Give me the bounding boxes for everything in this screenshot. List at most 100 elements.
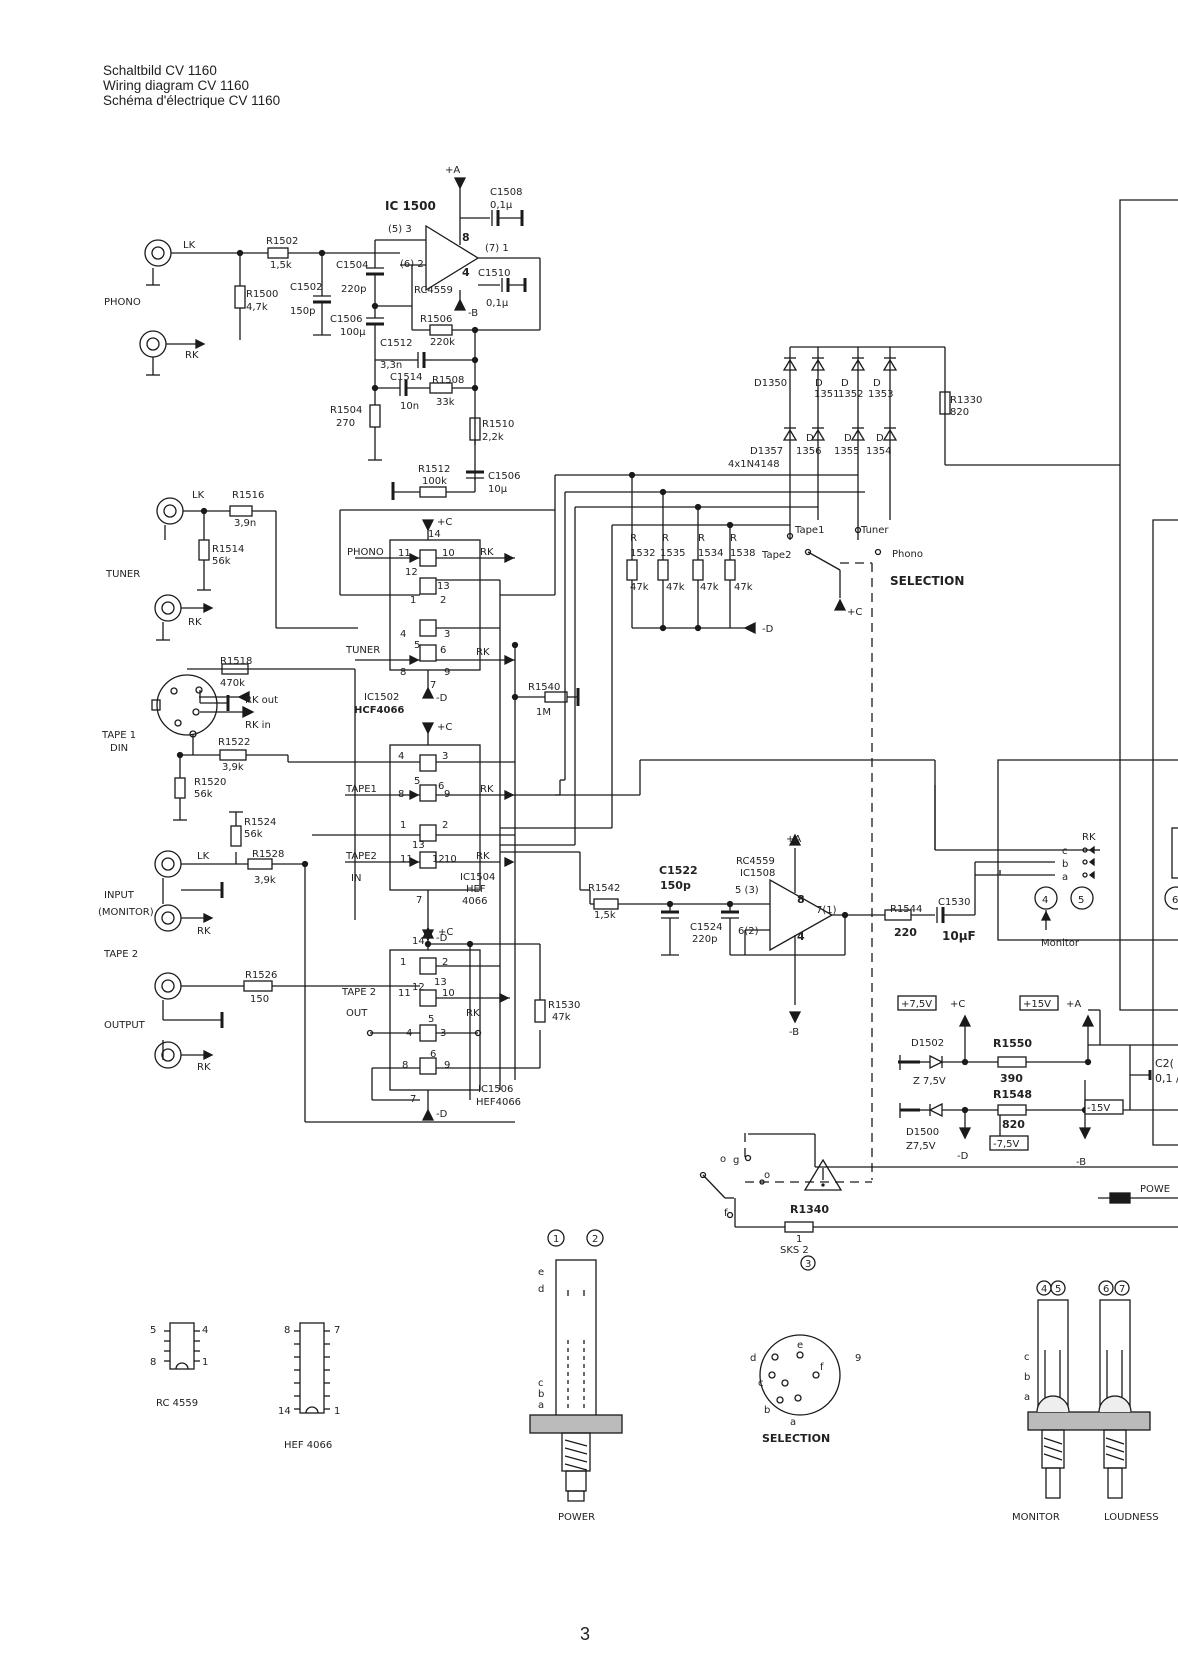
lbl-ic1502: IC1502 [364, 692, 399, 703]
lbl-d1357: D1357 [750, 446, 783, 457]
lbl-sa: a [1062, 872, 1068, 883]
lbl-n11: 11 [398, 548, 411, 559]
lbl-ic1504-n10: 10 [444, 854, 457, 865]
lbl-sf: f [820, 1362, 824, 1373]
ic1504-switch [312, 722, 612, 939]
lbl-minusB2: -B [789, 1027, 799, 1038]
lbl-d-d: D [806, 433, 814, 444]
lbl-pd: d [538, 1284, 544, 1295]
lbl-n13: 13 [437, 581, 450, 592]
lbl-r1532n: 1532 [630, 548, 655, 559]
lbl-d-a: D [815, 378, 823, 389]
lbl-p8: 8 [797, 893, 805, 906]
lbl-pin14h: 14 [278, 1406, 291, 1417]
lbl-c1524v: 220p [692, 934, 717, 945]
lbl-phono: PHONO [104, 297, 141, 308]
lbl-r1534v: 47k [700, 582, 719, 593]
lbl-phonoSw: PHONO [347, 547, 384, 558]
lbl-circ6: 6 [1172, 895, 1178, 906]
tape1-din-input [151, 663, 380, 920]
lbl-sa2: a [790, 1417, 796, 1428]
lbl-phonoS: Phono [892, 549, 923, 560]
lbl-c1524: C1524 [690, 922, 722, 933]
lbl-c67b: 7 [1119, 1284, 1125, 1295]
lbl-c1502: C1502 [290, 282, 322, 293]
lbl-ic1504-n3: 3 [442, 751, 448, 762]
lbl-z75a: Z 7,5V [913, 1076, 946, 1087]
lbl-tuner: TUNER [105, 569, 140, 580]
lbl-rk1: RK [185, 350, 199, 361]
lbl-d1502: D1502 [911, 1038, 944, 1049]
lbl-r1530v: 47k [552, 1012, 571, 1023]
lbl-circ1: 1 [553, 1234, 559, 1245]
lbl-selectionSw: SELECTION [762, 1432, 830, 1445]
lbl-sks2n: 1 [796, 1234, 802, 1245]
lbl-r1518: R1518 [220, 656, 252, 667]
lbl-ic1504-n6: 6 [438, 781, 444, 792]
tuner-input [154, 497, 358, 641]
lbl-v75: +7,5V [901, 999, 932, 1010]
lbl-pin1r: 1 [202, 1357, 208, 1368]
lbl-ic1508: IC1508 [740, 868, 775, 879]
lbl-minusD4: -D [436, 1109, 448, 1120]
lbl-c1530v: 10µF [942, 929, 976, 943]
lbl-sc: c [1062, 846, 1068, 857]
lbl-ic1506-pin14: 14 [412, 936, 425, 947]
lbl-pa: a [538, 1400, 544, 1411]
lbl-plusA2: +A [786, 834, 801, 845]
lbl-c1504: C1504 [336, 260, 368, 271]
lbl-plusA: +A [445, 165, 460, 176]
lbl-r1540: R1540 [528, 682, 560, 693]
lbl-tunerSw: TUNER [345, 645, 380, 656]
lbl-c1502v: 150p [290, 306, 315, 317]
lbl-c1506b: C1506 [488, 471, 520, 482]
lbl-ic1506-n13: 13 [434, 977, 447, 988]
lbl-d-c: D [873, 378, 881, 389]
lbl-ic1504-n12: 12 [432, 854, 445, 865]
lbl-p53: 5 (3) [735, 885, 759, 896]
lbl-n4: 4 [400, 629, 406, 640]
lbl-n7: 7 [430, 680, 436, 691]
lbl-pin1h: 1 [334, 1406, 340, 1417]
lbl-r1542v: 1,5k [594, 910, 616, 921]
lbl-ic1504-n7: 7 [416, 895, 422, 906]
lbl-ic1506-n11: 11 [398, 988, 411, 999]
ic-pinouts [164, 1322, 330, 1414]
page-number: 3 [580, 1624, 591, 1644]
lbl-p4: 4 [797, 930, 805, 943]
lbl-r1516: R1516 [232, 490, 264, 501]
lbl-rc4559b: RC4559 [736, 856, 775, 867]
lbl-selection: SELECTION [890, 574, 964, 588]
lbl-tape1: Tape1 [794, 525, 824, 536]
lbl-c1506av: 100µ [340, 327, 366, 338]
lbl-pe: e [538, 1267, 544, 1278]
lbl-n9: 9 [444, 667, 450, 678]
lbl-d1353: 1353 [868, 389, 893, 400]
lbl-c45a: 4 [1041, 1284, 1047, 1295]
lbl-circ4: 4 [1042, 895, 1048, 906]
lbl-m15: -15V [1087, 1103, 1110, 1114]
lbl-pin53: (5) 3 [388, 224, 412, 235]
lbl-c1506bv: 10µ [488, 484, 508, 495]
lbl-c1508v: 0,1µ [490, 200, 513, 211]
lbl-f: f [724, 1208, 728, 1219]
lbl-pin62: (6) 2 [400, 259, 424, 270]
lbl-d1352: 1352 [838, 389, 863, 400]
lbl-r1502v: 1,5k [270, 260, 292, 271]
lbl-r1504: R1504 [330, 405, 362, 416]
lbl-sb2: b [764, 1405, 770, 1416]
lbl-r1506: R1506 [420, 314, 452, 325]
lbl-rk10: RK [1082, 832, 1096, 843]
lbl-minusB3: -B [1076, 1157, 1086, 1168]
lbl-m75: -7,5V [993, 1139, 1020, 1150]
lbl-r1506v: 220k [430, 337, 455, 348]
monitor-inputs [154, 811, 515, 1123]
mechanical-switch-views [529, 1229, 1151, 1502]
lbl-r1522v: 3,9k [222, 762, 244, 773]
lbl-r1550v: 390 [1000, 1072, 1023, 1085]
lbl-d1354: 1354 [866, 446, 891, 457]
lbl-c1510: C1510 [478, 268, 510, 279]
lbl-ic1506-n7: 7 [410, 1094, 416, 1105]
lbl-pin5: 5 [150, 1325, 156, 1336]
